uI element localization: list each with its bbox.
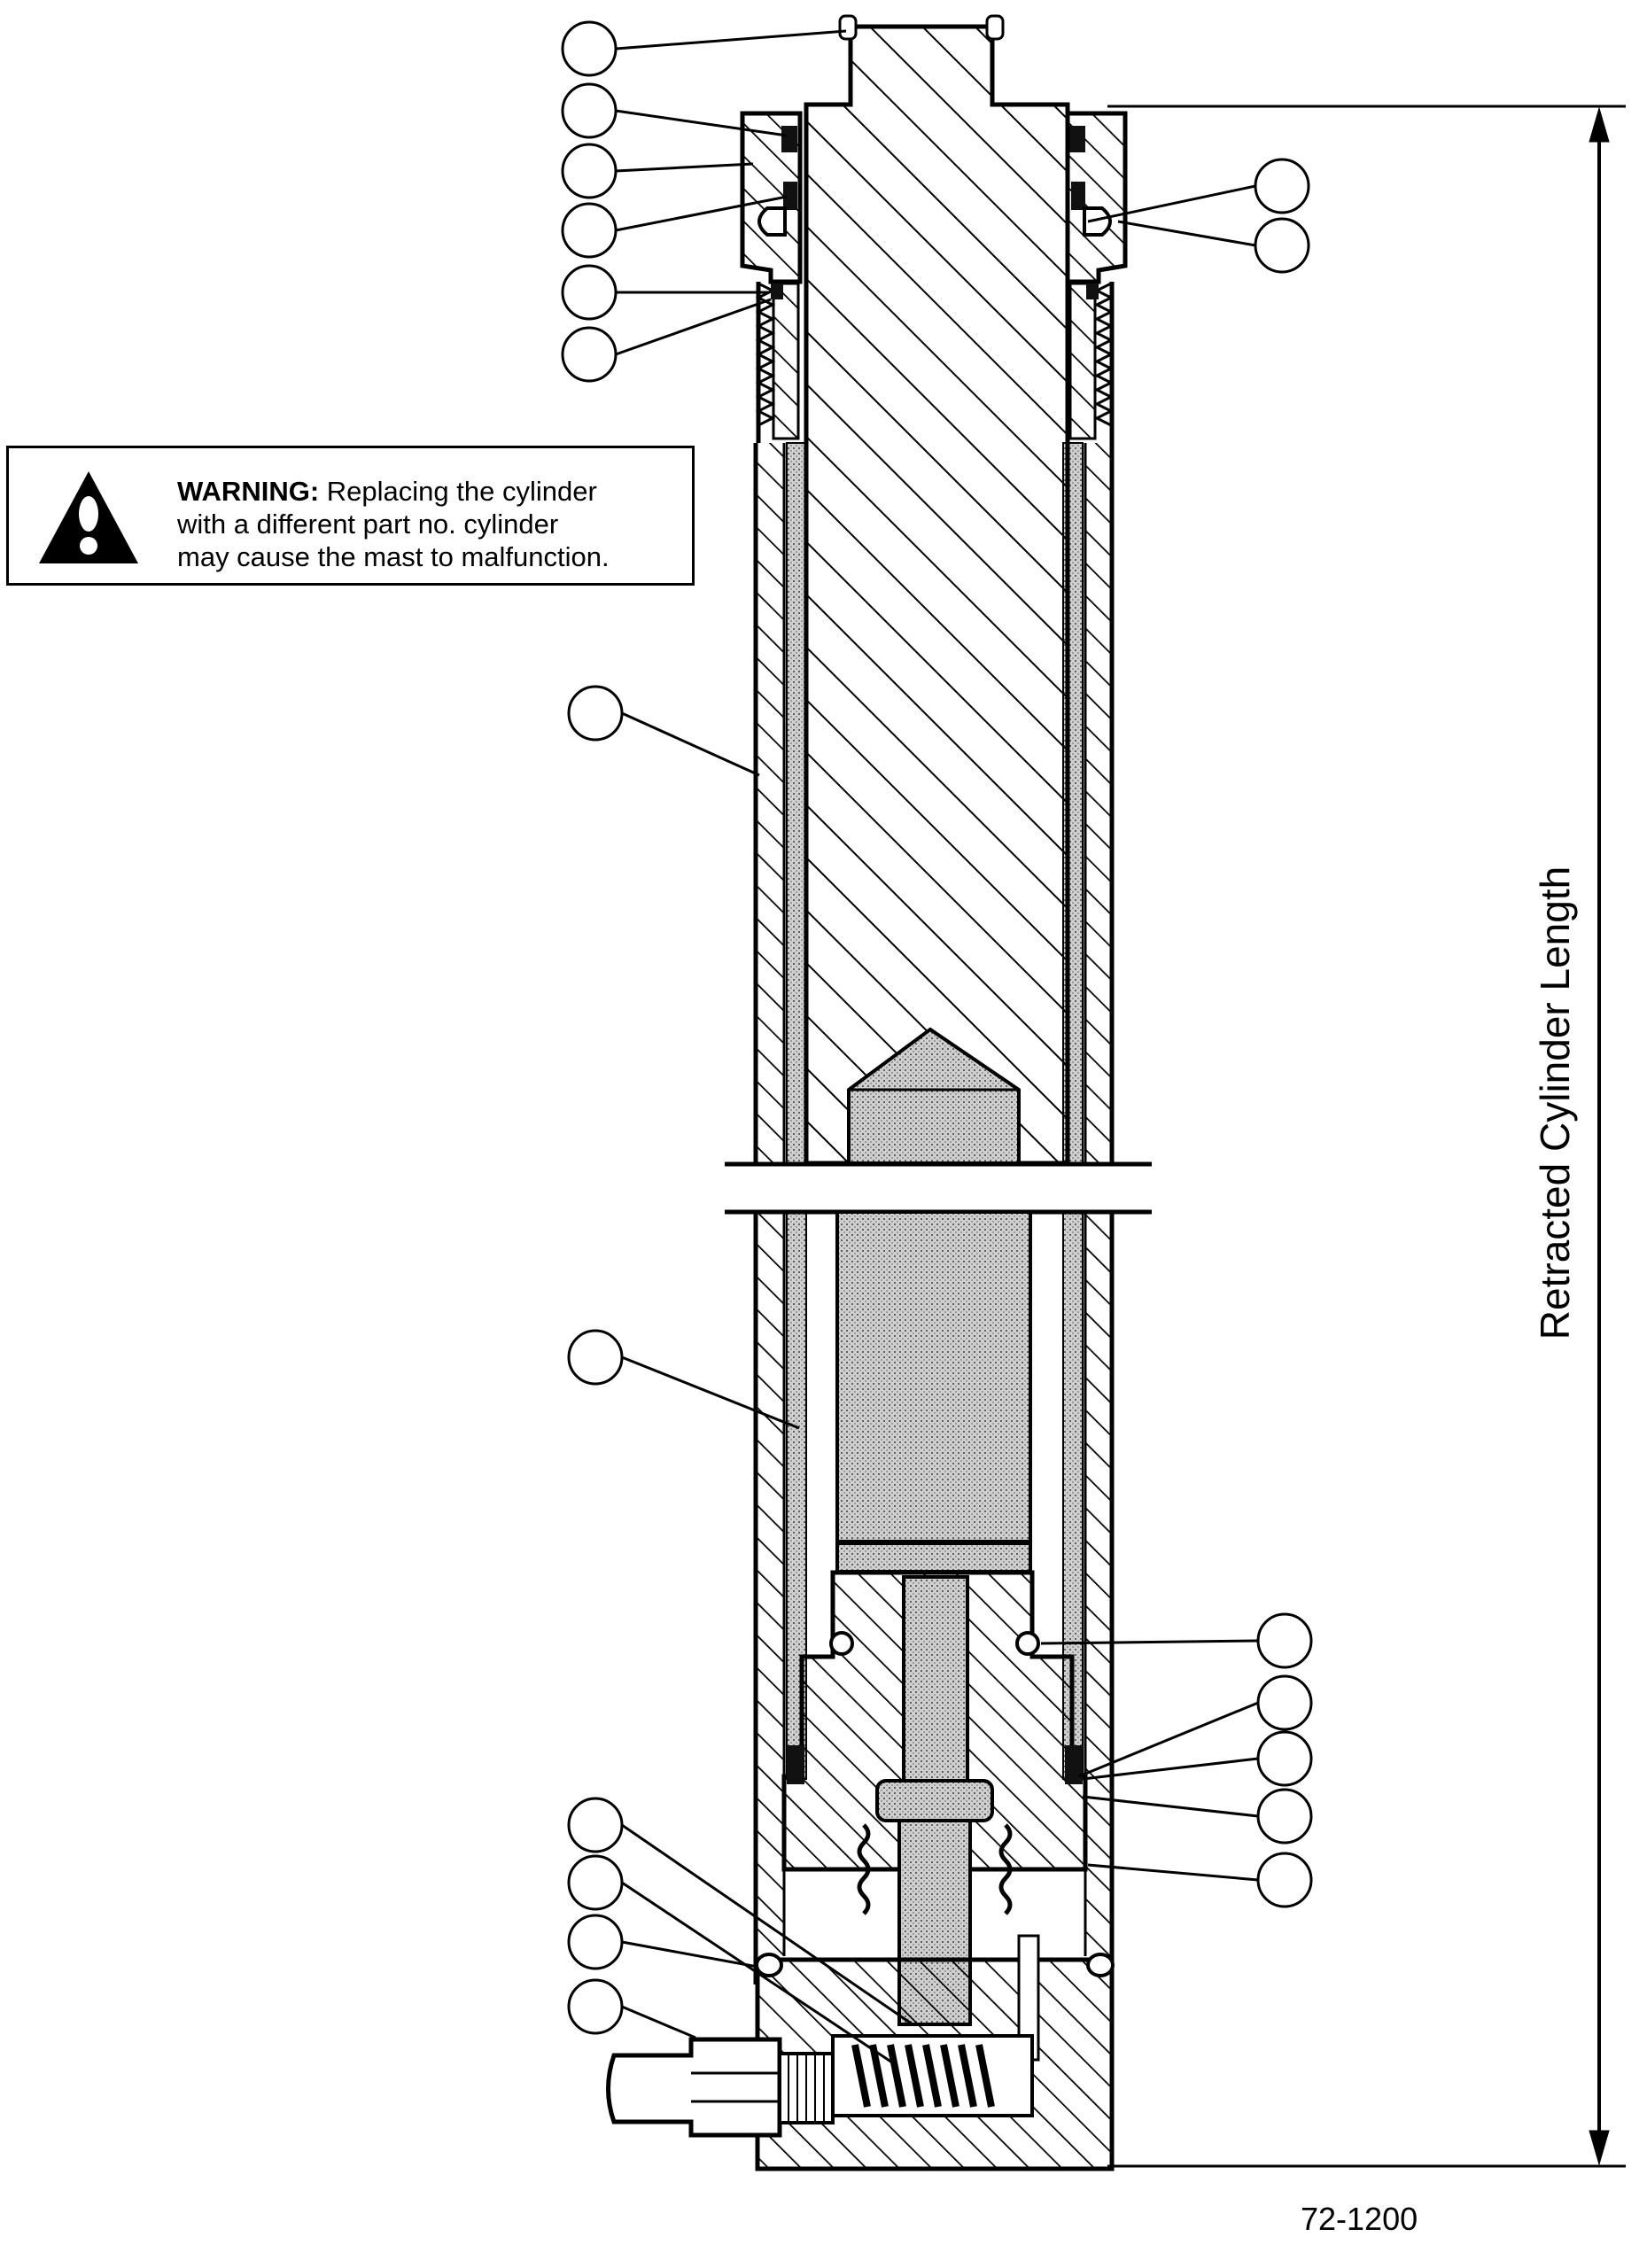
callout-balloon	[1078, 1674, 1313, 1778]
callout-balloon	[567, 1797, 913, 2026]
callout-balloon	[561, 264, 769, 321]
callout-balloon	[567, 685, 760, 777]
warning-text: WARNING: Replacing the cylinder with a d…	[177, 475, 691, 573]
callout-balloon	[567, 1329, 800, 1430]
callout-balloon	[567, 1914, 758, 1970]
warning-heading: WARNING:	[177, 476, 320, 507]
callout-balloon	[567, 1854, 896, 2066]
warning-line-1: Replacing the cylinder	[319, 476, 597, 507]
callout-balloon	[1117, 217, 1310, 274]
callout-balloon	[1087, 1852, 1313, 1908]
callout-balloon	[561, 20, 847, 77]
callout-balloons	[561, 20, 1313, 2066]
callout-balloon	[561, 298, 772, 383]
drawing-number: 72-1200	[1301, 2201, 1418, 2237]
warning-line-3: may cause the mast to malfunction.	[177, 541, 610, 572]
callout-balloon	[1082, 1788, 1313, 1845]
hydraulic-fitting	[606, 2037, 835, 2138]
warning-box: WARNING: Replacing the cylinder with a d…	[6, 446, 695, 586]
callout-balloon	[1082, 1730, 1313, 1787]
callout-balloon	[561, 82, 788, 139]
warning-triangle-icon	[39, 471, 138, 563]
dimension-line	[1107, 105, 1626, 2168]
dimension-label: Retracted Cylinder Length	[1532, 866, 1578, 1340]
warning-line-2: with a different part no. cylinder	[177, 509, 559, 540]
base-cap	[755, 1934, 1115, 2171]
callout-balloon	[567, 1978, 696, 2039]
callout-balloon	[1087, 158, 1310, 223]
inner-ram	[835, 1210, 1032, 1573]
callout-balloon	[561, 195, 788, 259]
callout-balloon	[561, 143, 754, 199]
callout-balloon	[1040, 1612, 1313, 1669]
break-lines	[725, 1161, 1152, 1215]
gland-head	[740, 111, 1128, 443]
piston-rod	[804, 14, 1070, 1166]
